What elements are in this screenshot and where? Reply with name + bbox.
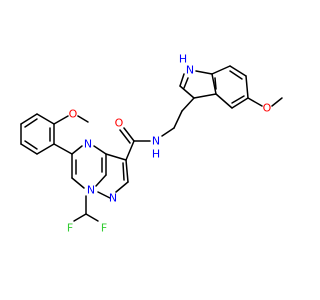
carbonyl-oxygen-label: O — [115, 117, 124, 130]
pyrazole-nitrogen-label: N — [109, 192, 117, 205]
fluorine-label-right: F — [101, 222, 107, 235]
amide-hydrogen-label: H — [152, 148, 160, 161]
indole-hydrogen-label: H — [179, 53, 187, 66]
amide-nitrogen-label: N — [152, 135, 160, 148]
bridgehead-nitrogen-label: N — [87, 184, 95, 197]
fluorine-label-left: F — [67, 222, 73, 235]
indole-nitrogen-label: N — [186, 64, 194, 77]
atom-labels: O F F N N N O N H H N O — [67, 53, 272, 235]
pyrimidine-nitrogen-label: N — [84, 138, 92, 151]
molecule-structure: O F F N N N O N H H N O — [20, 53, 283, 235]
bond-lines — [20, 65, 283, 222]
indole-methoxy-oxygen-label: O — [263, 102, 272, 115]
ring-methoxy-oxygen-label: O — [69, 108, 78, 121]
